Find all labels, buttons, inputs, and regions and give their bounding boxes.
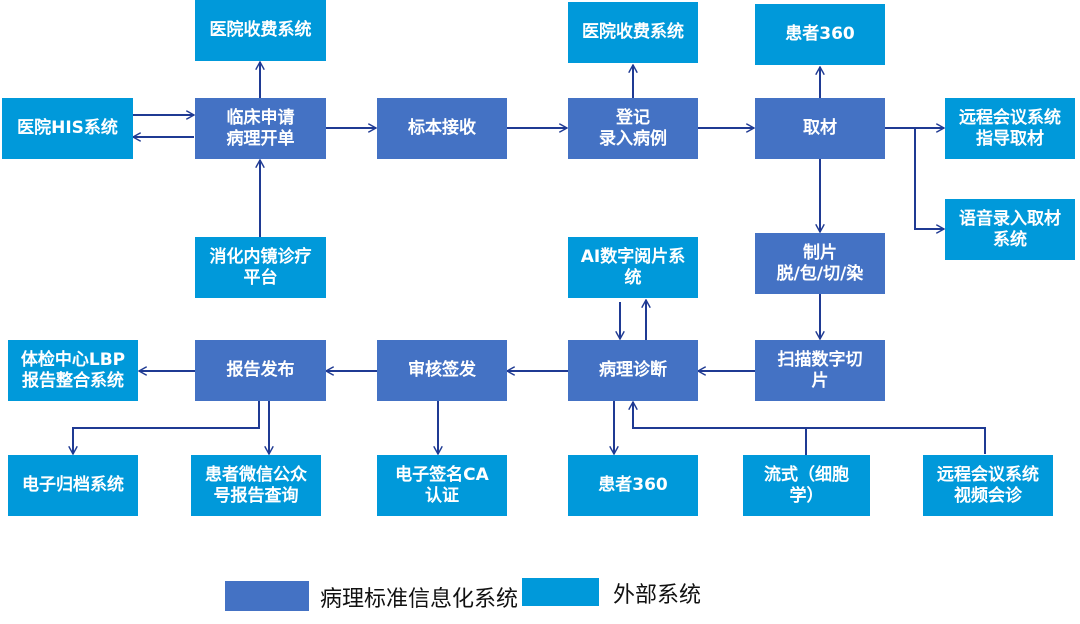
node-specimen-receive: 标本接收 — [377, 98, 507, 159]
node-scan: 扫描数字切 片 — [755, 340, 885, 401]
node-health-check: 体检中心LBP 报告整合系统 — [8, 340, 138, 401]
node-patient360-top: 患者360 — [755, 4, 885, 65]
legend-swatch-external — [522, 578, 599, 606]
node-flow-cytometry: 流式（细胞 学） — [743, 455, 870, 516]
node-endoscopy: 消化内镜诊疗 平台 — [195, 237, 326, 298]
node-his: 医院HIS系统 — [2, 98, 133, 159]
node-patient360-bottom: 患者360 — [568, 455, 698, 516]
node-report-publish: 报告发布 — [195, 340, 326, 401]
node-clinical-request: 临床申请 病理开单 — [195, 98, 326, 159]
legend-label-internal: 病理标准信息化系统 — [320, 587, 519, 612]
arrow-external-to-diagnosis — [633, 402, 986, 454]
node-diagnosis: 病理诊断 — [568, 340, 698, 401]
node-register: 登记 录入病例 — [568, 98, 698, 159]
node-grossing: 取材 — [755, 98, 885, 159]
node-billing-2: 医院收费系统 — [568, 2, 698, 63]
node-remote-video: 远程会议系统 视频会诊 — [923, 455, 1053, 516]
node-wechat-query: 患者微信公众 号报告查询 — [191, 455, 321, 516]
node-review-sign: 审核签发 — [377, 340, 507, 401]
node-billing-1: 医院收费系统 — [195, 0, 326, 61]
node-voice-input: 语音录入取材 系统 — [945, 199, 1075, 260]
arrow-grossing-to-voice — [914, 128, 944, 229]
node-slide-making: 制片 脱/包/切/染 — [755, 233, 885, 294]
node-e-archive: 电子归档系统 — [8, 455, 138, 516]
node-ai-reading: AI数字阅片系 统 — [568, 237, 698, 298]
legend-label-external: 外部系统 — [613, 583, 702, 608]
node-e-signature: 电子签名CA 认证 — [377, 455, 507, 516]
node-remote-guide: 远程会议系统 指导取材 — [945, 98, 1075, 159]
arrow-publish-to-archive — [73, 401, 260, 454]
legend-swatch-internal — [225, 581, 309, 611]
